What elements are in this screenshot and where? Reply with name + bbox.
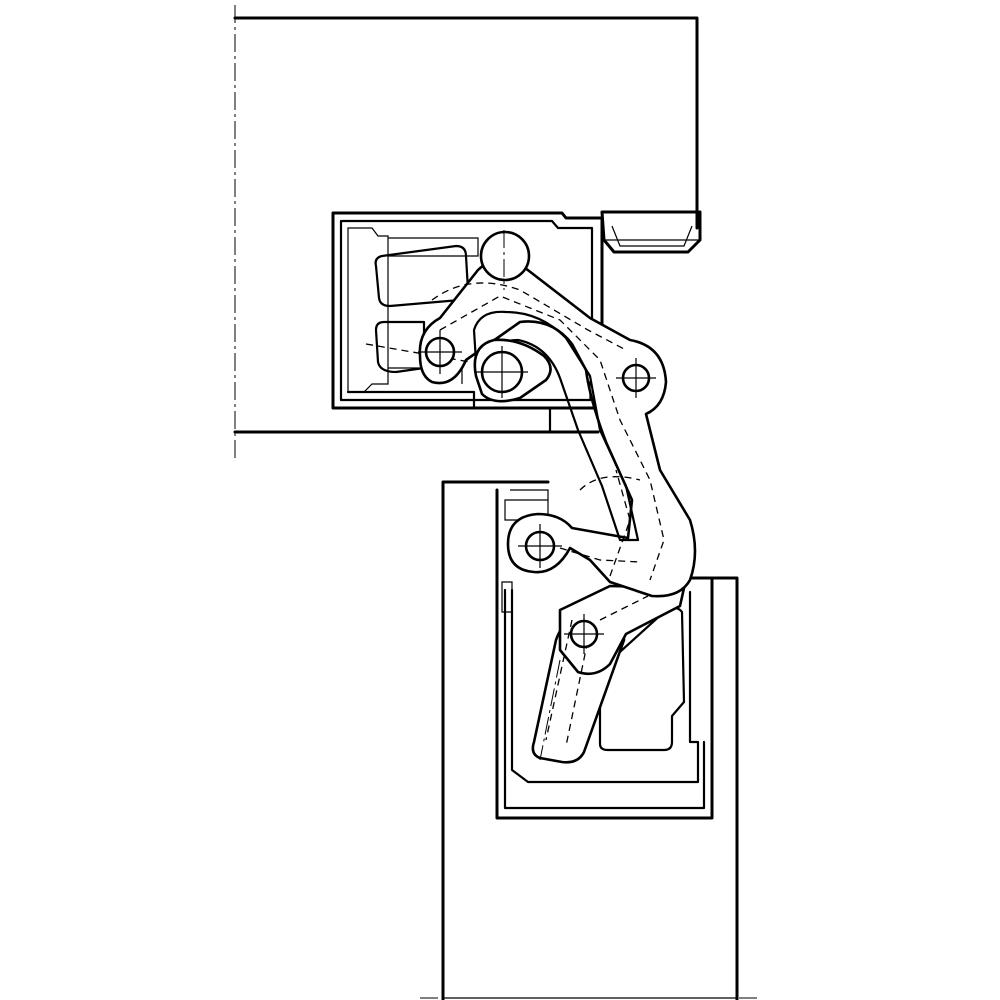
frame-bracket — [558, 584, 686, 676]
pivot-pin-frame-upper — [518, 524, 562, 568]
main-door-arm — [418, 258, 697, 598]
door-leaf — [233, 5, 699, 460]
hinge-linkage — [365, 230, 697, 764]
pivot-pin-frame-lower — [564, 614, 604, 654]
pivot-pin-door-right — [616, 358, 656, 398]
door-pad-upper — [374, 244, 470, 308]
pivot-pin-cam — [476, 346, 528, 398]
door-edge-clip — [600, 210, 702, 254]
pivot-pin-door-left — [418, 330, 462, 374]
door-pin-upper — [479, 230, 531, 282]
